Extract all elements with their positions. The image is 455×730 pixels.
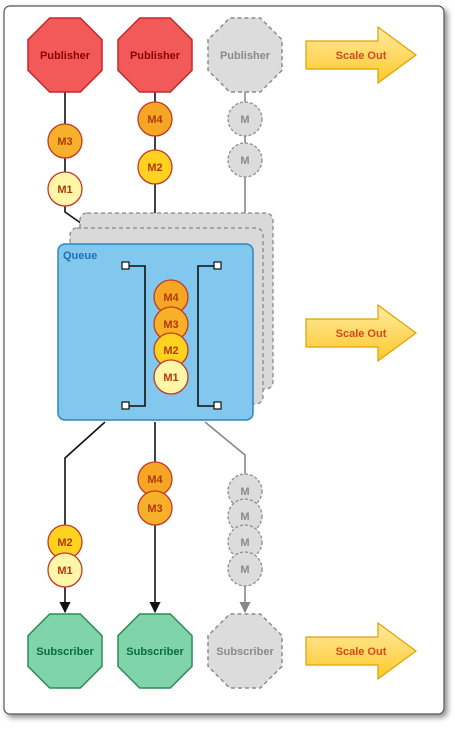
publisher-2-shape <box>117 17 193 93</box>
subscriber-3-message-1-label: M <box>240 486 249 498</box>
subscriber-1-shape <box>27 613 103 689</box>
queue-message-2: M3 <box>153 306 189 342</box>
queue-message-4-circle <box>153 359 189 395</box>
publisher-1-message-2-label: M1 <box>57 184 72 196</box>
subscriber-1-message-1-label: M2 <box>57 537 72 549</box>
subscriber-2-message-1-label: M4 <box>147 474 163 486</box>
subscriber-3-message-4-circle <box>227 551 263 587</box>
queue-bracket-right-top-handle <box>213 261 222 270</box>
publisher-2-message-1-circle <box>137 101 173 137</box>
publisher-3-message-2-circle <box>227 142 263 178</box>
subscriber-3-label: Subscriber <box>216 646 274 658</box>
subscriber-3-shape <box>207 613 283 689</box>
queue-bracket-right <box>197 265 218 407</box>
publisher-3-message-1: M <box>227 101 263 137</box>
scale-out-arrow-3-label: Scale Out <box>336 646 387 658</box>
scale-out-arrow-2: Scale Out <box>305 303 418 363</box>
queue-message-1-label: M4 <box>163 292 179 304</box>
subscribers: Subscriber Subscriber Subscriber <box>27 613 283 689</box>
subscriber-2-message-2: M3 <box>137 490 173 526</box>
queue-label: Queue <box>63 250 97 262</box>
publisher-2-message-1-label: M4 <box>147 114 163 126</box>
publisher-1-message-2-circle <box>47 171 83 207</box>
publisher-2-message-2-circle <box>137 149 173 185</box>
queue-bracket-left-bottom-handle <box>121 401 130 410</box>
subscriber-3-message-4: M <box>227 551 263 587</box>
publisher-2-message-1: M4 <box>137 101 173 137</box>
publisher-1-shape <box>27 17 103 93</box>
publisher-3-message-2: M <box>227 142 263 178</box>
scale-out-arrow-2-shape <box>305 303 418 363</box>
publisher-3-shape <box>207 17 283 93</box>
publisher-1-message-1-label: M3 <box>57 136 72 148</box>
publisher-1-message-1-circle <box>47 123 83 159</box>
publisher-2-message-2: M2 <box>137 149 173 185</box>
publisher-3-message-1-label: M <box>240 114 249 126</box>
scale-out-arrow-3: Scale Out <box>305 621 418 681</box>
scale-out-arrow-1-shape <box>305 25 418 85</box>
publisher-3: Publisher <box>207 17 283 93</box>
subscriber-1-message-1: M2 <box>47 524 83 560</box>
publisher-2-label: Publisher <box>130 50 181 62</box>
publisher-1-label: Publisher <box>40 50 91 62</box>
scale-out-arrow-1: Scale Out <box>305 25 418 85</box>
publisher-2-message-2-label: M2 <box>147 162 162 174</box>
subscriber-2-message-2-circle <box>137 490 173 526</box>
publishers: Publisher Publisher Publisher <box>27 17 283 93</box>
subscriber-1: Subscriber <box>27 613 103 689</box>
subscriber-1-message-2-circle <box>47 552 83 588</box>
publisher-1-message-1: M3 <box>47 123 83 159</box>
subscriber-1-label: Subscriber <box>36 646 94 658</box>
subscriber-1-message-2-label: M1 <box>57 565 72 577</box>
subscriber-1-message-2: M1 <box>47 552 83 588</box>
scale-out-arrow-2-label: Scale Out <box>336 328 387 340</box>
subscriber-3-message-4-label: M <box>240 564 249 576</box>
queue-message-4: M1 <box>153 359 189 395</box>
subscriber-3-message-3-label: M <box>240 537 249 549</box>
queue-bracket-right-bottom-handle <box>213 401 222 410</box>
queue-message-3: M2 <box>153 332 189 368</box>
subscriber-2-label: Subscriber <box>126 646 184 658</box>
queue-message-4-label: M1 <box>163 372 178 384</box>
subscriber-3: Subscriber <box>207 613 283 689</box>
subscriber-2-message-2-label: M3 <box>147 503 162 515</box>
queue-message-1: M4 <box>153 279 189 315</box>
queue-message-3-label: M2 <box>163 345 178 357</box>
publisher-3-label: Publisher <box>220 50 271 62</box>
subscriber-3-message-2-label: M <box>240 511 249 523</box>
publisher-3-message-1-circle <box>227 101 263 137</box>
publisher-2: Publisher <box>117 17 193 93</box>
subscriber-2: Subscriber <box>117 613 193 689</box>
publisher-1-message-2: M1 <box>47 171 83 207</box>
queue-message-2-label: M3 <box>163 319 178 331</box>
publisher-1: Publisher <box>27 17 103 93</box>
queue-bracket-left <box>126 265 146 407</box>
scale-out-arrow-3-shape <box>305 621 418 681</box>
scale-out-arrow-1-label: Scale Out <box>336 50 387 62</box>
subscriber-2-shape <box>117 613 193 689</box>
queue-bracket-left-top-handle <box>121 261 130 270</box>
publisher-3-message-2-label: M <box>240 155 249 167</box>
